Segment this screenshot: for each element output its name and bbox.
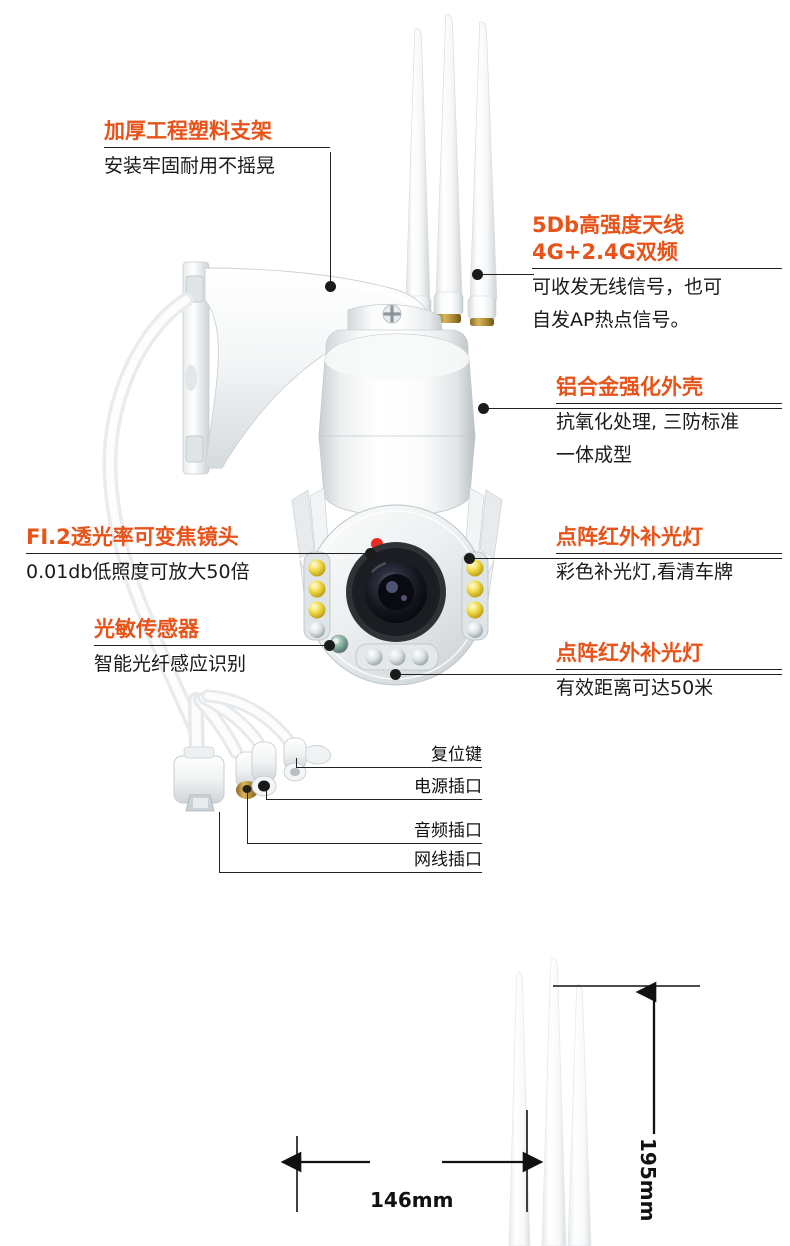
leader-lens-horizontal [26,553,371,554]
leader-housing-horizontal [483,408,782,409]
leader-dot-ir-top [464,553,475,564]
callout-ir-bottom-heading: 点阵红外补光灯 [556,641,703,665]
bracket-screw [382,304,402,324]
leader-ir-bottom-horizontal [396,674,782,675]
leader-dot-ir-bottom [390,669,401,680]
callout-antenna: 5Db高强度天线 4G+2.4G双频 可收发无线信号，也可 自发AP热点信号。 [532,212,782,335]
ethernet-rj45-connector [173,746,225,812]
callout-housing-sub-1: 一体成型 [556,444,633,466]
port-rule-audio [247,843,482,844]
callout-bracket-rule [104,147,330,148]
connectors [173,737,331,812]
port-label-ethernet: 网线插口 [414,850,482,870]
reset-button-connector [283,737,331,782]
white-led-strip-bottom [355,643,439,671]
wall-mount-bracket [182,261,444,475]
port-rule-ethernet [219,872,482,873]
port-label-audio: 音频插口 [414,821,482,841]
leader-dot-bracket [325,281,336,292]
leader-photosensor-horizontal [94,645,330,646]
port-leader-reset [296,758,297,768]
camera-illustration [102,13,503,812]
port-label-reset: 复位键 [431,745,482,765]
callout-antenna-sub-1: 自发AP热点信号。 [532,309,690,331]
callout-housing-heading: 铝合金强化外壳 [556,375,703,399]
callout-bracket-heading: 加厚工程塑料支架 [104,119,272,143]
callout-antenna-rule [532,268,782,269]
callout-photosensor: 光敏传感器 智能光纤感应识别 [94,616,304,679]
leader-dot-housing [478,403,489,414]
callout-bracket: 加厚工程塑料支架 安装牢固耐用不摇晃 [104,118,330,181]
leader-ir-top-horizontal [470,558,782,559]
camera-face [303,504,489,686]
callout-photosensor-heading: 光敏传感器 [94,617,199,641]
callout-photosensor-sub-0: 智能光纤感应识别 [94,653,247,675]
callout-ir-bottom-sub-0: 有效距离可达50米 [556,677,714,699]
callout-lens: FI.2透光率可变焦镜头 0.01db低照度可放大50倍 [26,524,296,587]
callout-antenna-heading-2: 4G+2.4G双频 [532,240,678,264]
callout-ir-top: 点阵红外补光灯 彩色补光灯,看清车牌 [556,524,782,587]
callout-ir-top-sub-0: 彩色补光灯,看清车牌 [556,561,734,583]
ir-led-strip-right [461,551,489,641]
antenna-group [403,13,498,326]
leader-antenna-horizontal [478,274,534,275]
port-rule-power [266,799,482,800]
cable-bundle [102,292,295,776]
callout-antenna-heading: 5Db高强度天线 [532,213,685,237]
power-connector [251,741,277,797]
callout-housing-sub-0: 抗氧化处理, 三防标准 [556,411,740,433]
callout-lens-sub-0: 0.01db低照度可放大50倍 [26,561,250,583]
dimension-diagram [280,957,700,1246]
callout-housing-rule [556,403,782,404]
port-rule-reset [296,767,482,768]
dimension-height-label: 195mm [636,1134,660,1226]
dimension-antenna-silhouettes [508,957,592,1246]
port-leader-ethernet [219,812,220,873]
port-leader-power [266,790,267,800]
leader-dot-antenna [472,269,483,280]
callout-ir-top-heading: 点阵红外补光灯 [556,525,703,549]
port-label-power: 电源插口 [414,777,482,797]
leader-bracket-vertical [330,152,331,286]
callout-ir-bottom-rule [556,669,782,670]
callout-antenna-sub-0: 可收发无线信号，也可 [532,276,723,298]
port-leader-audio [247,793,248,844]
leader-dot-lens [365,548,376,559]
callout-lens-heading: FI.2透光率可变焦镜头 [26,525,239,549]
callout-ir-top-rule [556,553,782,554]
camera-lens [346,542,446,642]
ir-led-strip-left [303,551,331,641]
camera-dome-housing [291,329,503,662]
callout-housing: 铝合金强化外壳 抗氧化处理, 三防标准 一体成型 [556,374,782,470]
leader-dot-photosensor [324,640,335,651]
callout-bracket-sub-0: 安装牢固耐用不摇晃 [104,155,276,177]
dimension-width-label: 146mm [366,1188,458,1212]
callout-ir-bottom: 点阵红外补光灯 有效距离可达50米 [556,640,782,703]
